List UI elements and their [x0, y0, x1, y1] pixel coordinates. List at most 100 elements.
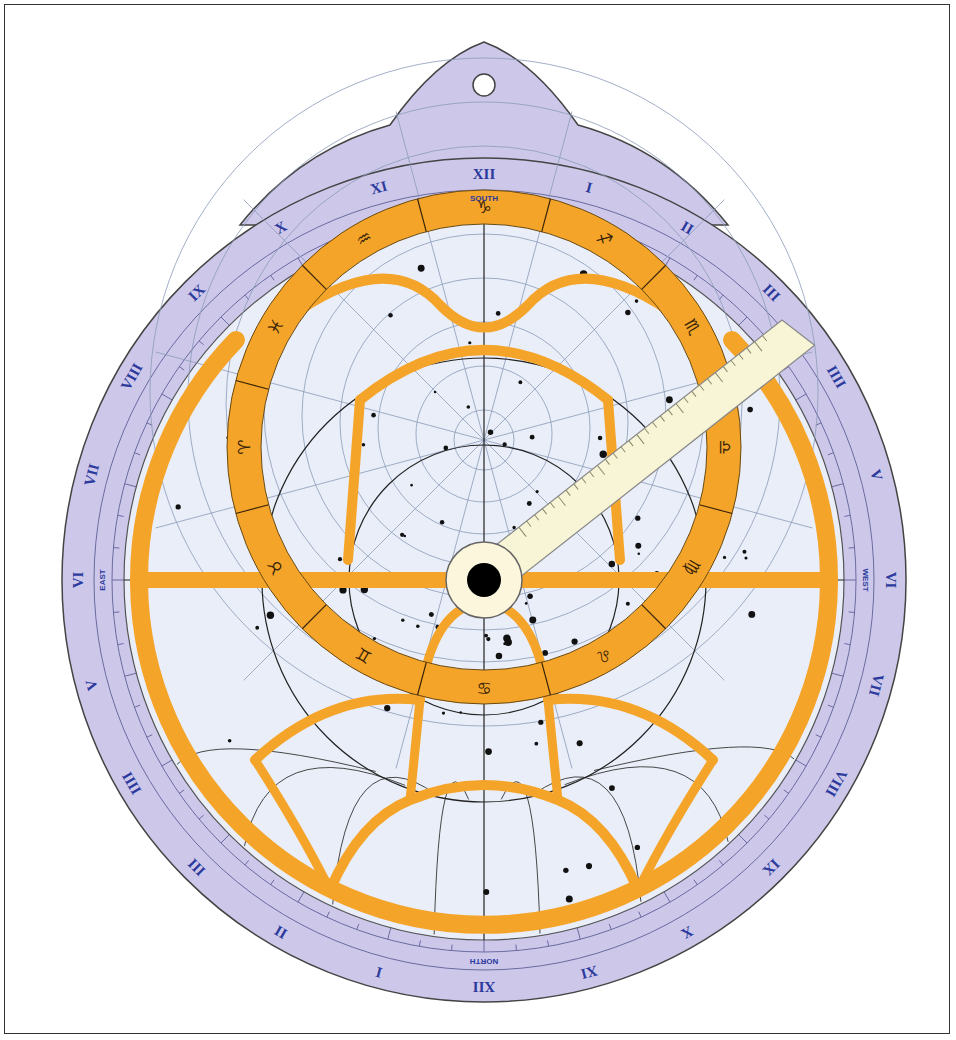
star [566, 895, 573, 902]
degree-tick [451, 945, 453, 951]
star [255, 626, 259, 630]
star [525, 602, 528, 605]
degree-tick [832, 673, 844, 676]
degree-tick [221, 835, 229, 843]
degree-tick [719, 860, 723, 865]
zodiac-sign: ♎ [716, 439, 733, 454]
degree-tick [125, 673, 137, 676]
star [468, 341, 471, 344]
degree-tick [548, 940, 549, 946]
rule-tick [629, 441, 633, 447]
star [609, 561, 616, 568]
rule-tick [762, 335, 766, 341]
rule-tick [550, 502, 554, 508]
sign-boundary [417, 662, 426, 695]
degree-tick [816, 735, 821, 738]
rule-tick [645, 428, 649, 434]
rule-tick [605, 459, 609, 465]
sign-boundary [699, 505, 732, 514]
star [518, 380, 522, 384]
rule-tick [590, 472, 594, 478]
rule-tick [660, 416, 664, 422]
degree-tick [113, 611, 119, 613]
star [626, 602, 630, 606]
degree-tick [844, 644, 850, 645]
rule-tick [707, 379, 711, 385]
hour-curve [177, 749, 376, 772]
star [503, 442, 507, 446]
rule-tick [676, 403, 683, 412]
star [529, 617, 536, 624]
degree-tick [484, 940, 485, 952]
azimuth-line [484, 112, 572, 440]
plate [124, 220, 844, 940]
sign-boundary [236, 505, 269, 514]
rule-tick [652, 422, 656, 428]
rule-tick [668, 410, 672, 416]
star [400, 533, 404, 537]
star [635, 516, 640, 521]
rule-tick [715, 373, 722, 382]
star [267, 612, 274, 619]
star [635, 845, 640, 850]
degree-tick [694, 275, 697, 280]
sign-boundary [542, 199, 551, 232]
degree-tick [245, 860, 249, 865]
degree-tick [357, 924, 359, 930]
sign-boundary [642, 605, 666, 629]
center-pin [467, 563, 501, 597]
degree-tick [179, 790, 184, 793]
rule-tick [755, 342, 762, 351]
hour-numeral: XI [579, 963, 599, 982]
degree-tick [764, 815, 769, 819]
star [429, 612, 434, 617]
star [401, 618, 404, 621]
degree-tick [113, 547, 119, 549]
rule-tick [621, 447, 625, 453]
rule-tick [566, 490, 570, 496]
degree-tick [147, 735, 152, 738]
mater [62, 158, 906, 1002]
rule-tick [700, 385, 704, 391]
star [484, 634, 488, 638]
star [503, 635, 510, 642]
degree-tick [134, 705, 140, 707]
scale-ring [94, 190, 874, 970]
star [527, 501, 532, 506]
star [418, 265, 425, 272]
rule-tick [519, 527, 526, 536]
star [388, 313, 393, 318]
zodiac-sign: ♋ [476, 679, 491, 696]
star [625, 310, 630, 315]
degree-tick [162, 760, 172, 766]
star [530, 435, 535, 440]
rule-tick [527, 521, 531, 527]
star [534, 742, 538, 746]
degree-tick [388, 928, 391, 940]
rule-tick [558, 496, 565, 505]
star [485, 748, 492, 755]
degree-tick [118, 515, 124, 516]
star [362, 443, 366, 447]
degree-tick [739, 835, 747, 843]
star [600, 451, 607, 458]
star [536, 490, 539, 493]
rule-tick [731, 360, 735, 366]
star [176, 504, 181, 509]
star [496, 653, 503, 660]
compass-word: EAST [99, 569, 107, 590]
star [416, 625, 420, 629]
star [488, 429, 493, 434]
star [609, 785, 615, 791]
degree-tick [112, 580, 124, 581]
hour-numeral: XII [473, 979, 496, 994]
star [512, 526, 515, 529]
star [747, 407, 753, 413]
degree-tick [298, 892, 304, 902]
rule-tick [613, 453, 617, 459]
degree-tick [828, 453, 834, 455]
degree-tick [849, 611, 855, 613]
degree-tick [609, 924, 611, 930]
rule-tick [574, 484, 578, 490]
